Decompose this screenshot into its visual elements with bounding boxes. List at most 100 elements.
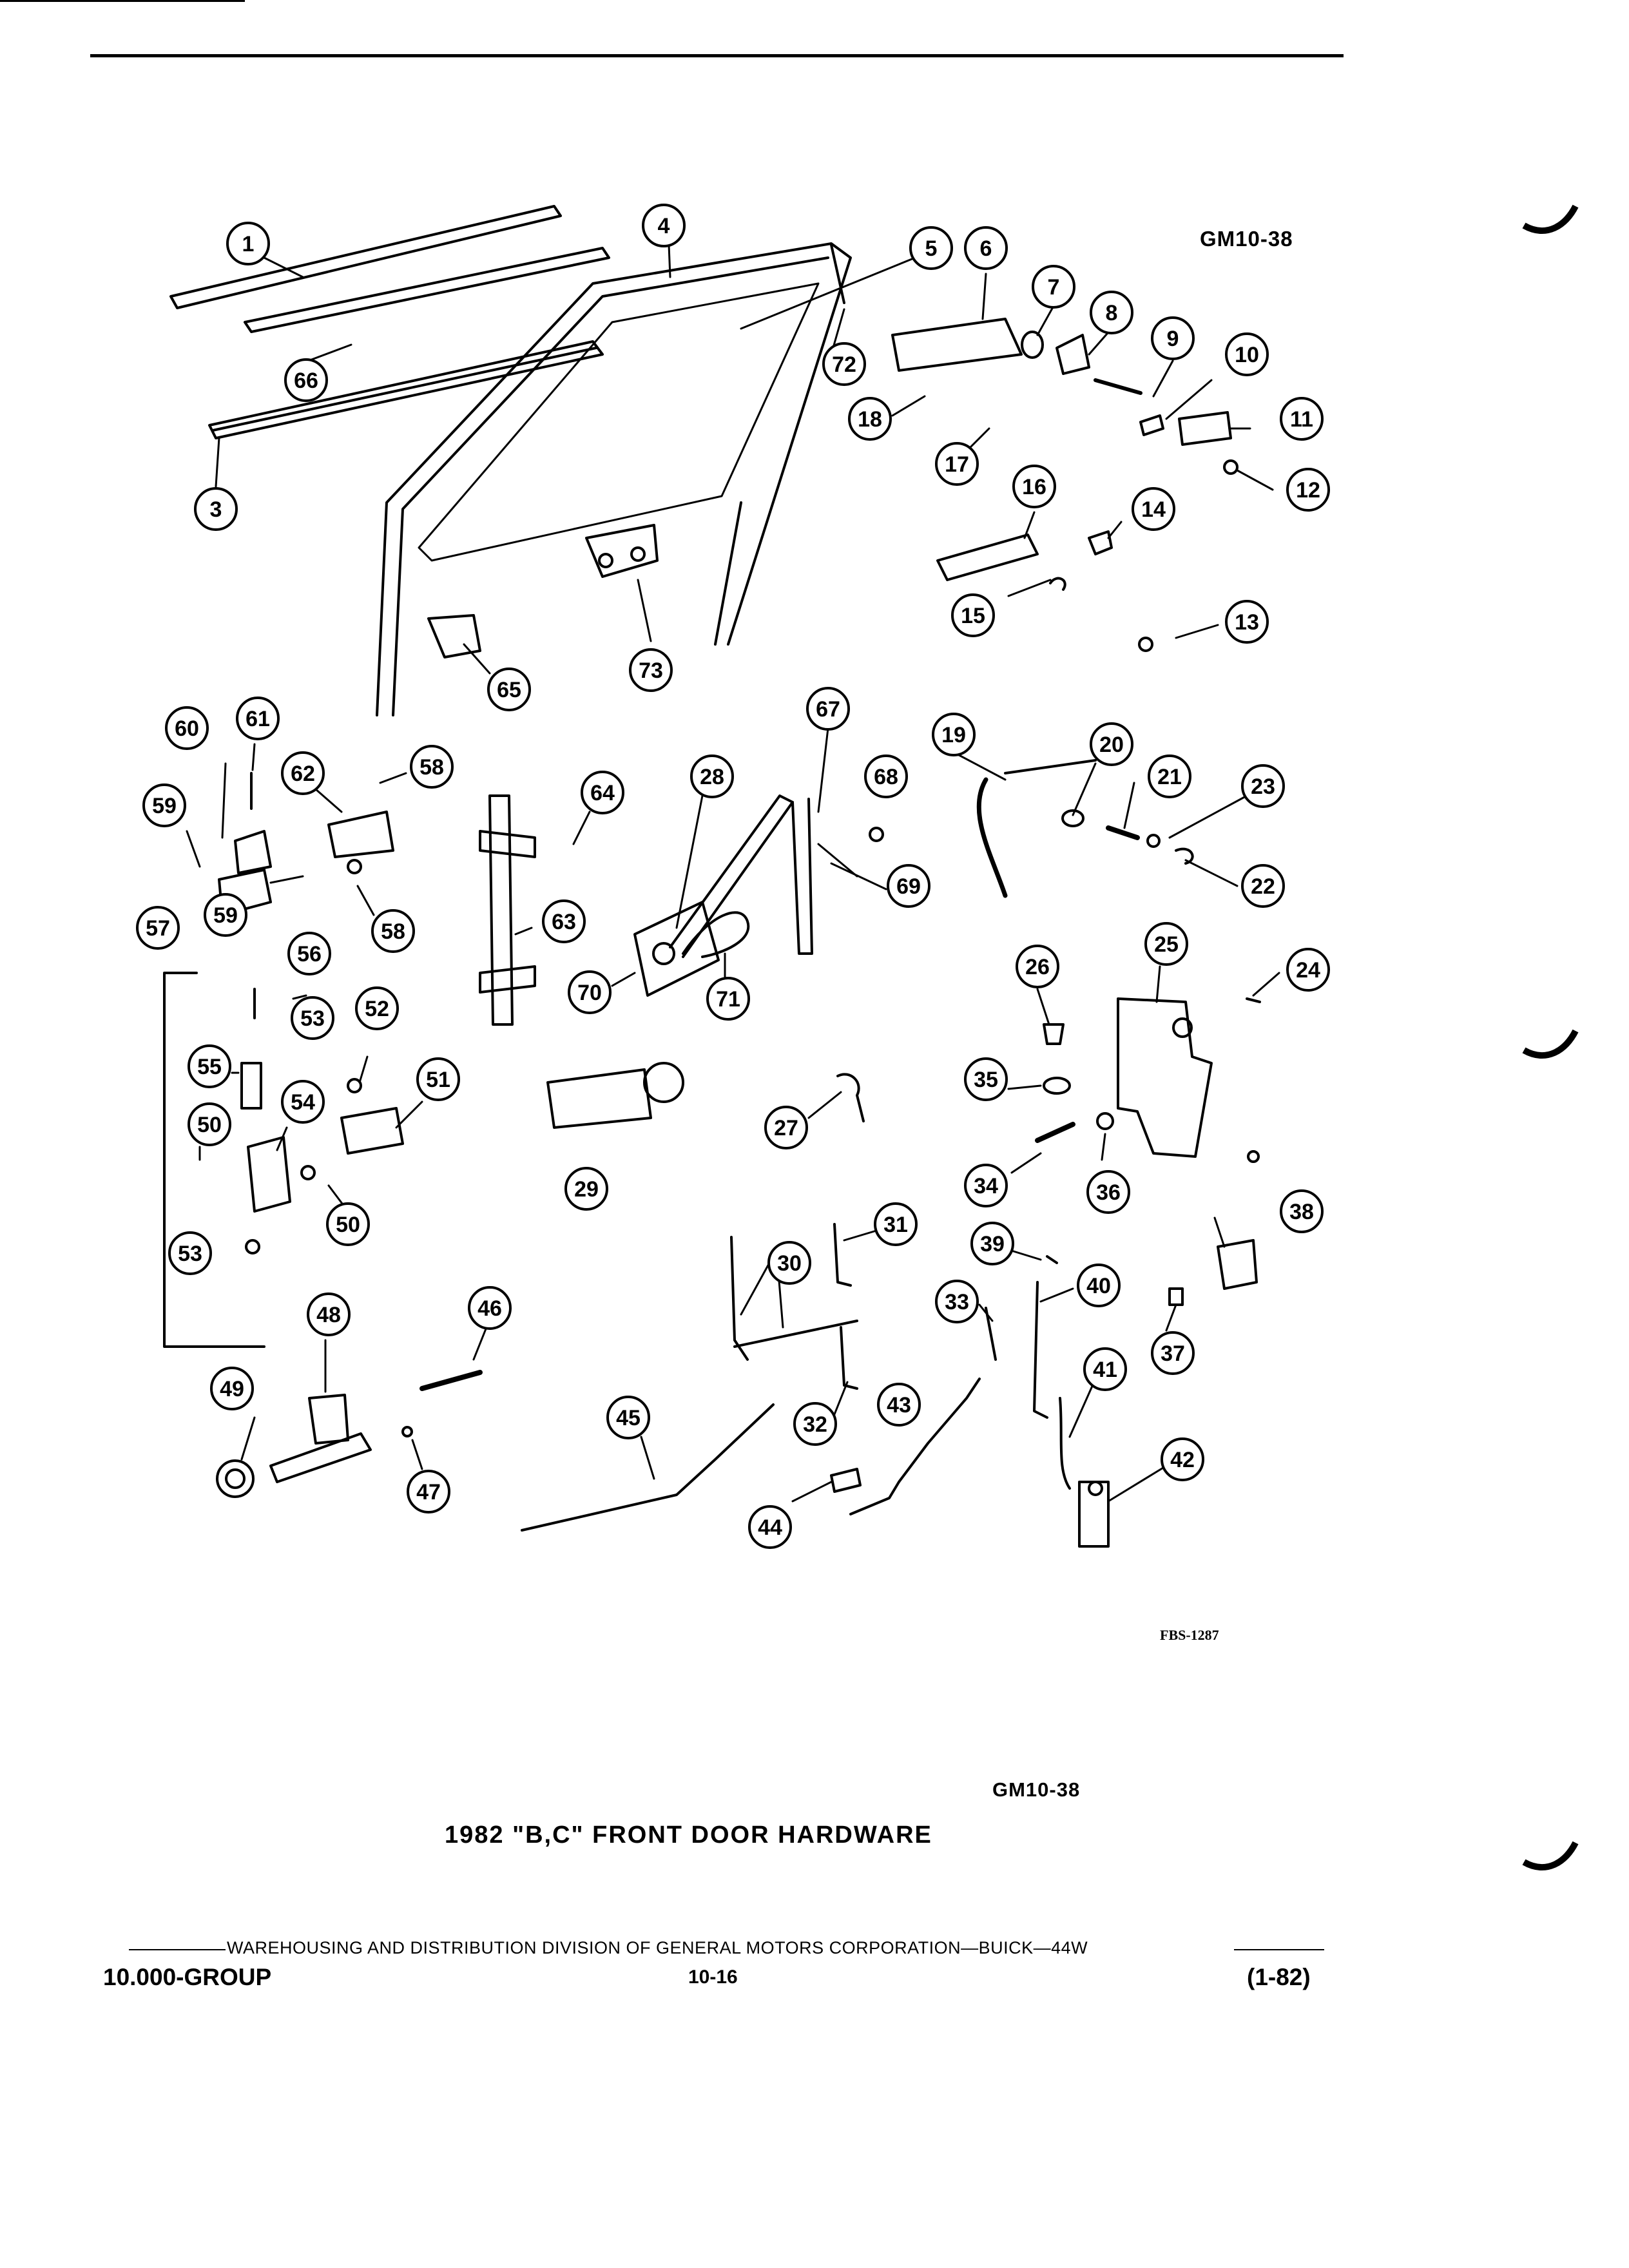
callout-circle (1032, 265, 1075, 309)
callout-56: 56 (287, 932, 331, 975)
callout-circle (932, 713, 976, 756)
callout-33: 33 (935, 1280, 979, 1323)
callout-number: 25 (1154, 932, 1179, 957)
callout-circle (1286, 468, 1330, 512)
callout-59: 59 (204, 893, 247, 937)
callout-circle (407, 1470, 450, 1514)
callout-number: 54 (291, 1090, 315, 1115)
callout-55: 55 (188, 1044, 231, 1088)
callout-1: 1 (226, 222, 270, 265)
callout-number: 61 (246, 707, 270, 731)
callout-12: 12 (1286, 468, 1330, 512)
callout-number: 72 (832, 352, 856, 377)
callout-circle (210, 1367, 254, 1410)
callout-circle (281, 1080, 325, 1124)
figure-code-bottom: GM10-38 (992, 1778, 1081, 1801)
callout-9: 9 (1151, 316, 1195, 360)
callout-number: 62 (291, 762, 315, 786)
callout-circle (877, 1383, 921, 1427)
callout-53: 53 (168, 1231, 212, 1275)
callout-number: 27 (774, 1116, 798, 1140)
callout-circle (767, 1241, 811, 1285)
callout-number: 31 (883, 1213, 908, 1237)
callout-49: 49 (210, 1367, 254, 1410)
callout-3: 3 (194, 487, 238, 531)
callout-circle (706, 977, 750, 1021)
callout-24: 24 (1286, 948, 1330, 992)
callout-circle (1241, 864, 1285, 908)
callout-17: 17 (935, 442, 979, 486)
callout-65: 65 (487, 668, 531, 711)
callout-circle (887, 864, 930, 908)
callout-73: 73 (629, 648, 673, 692)
callout-number: 38 (1289, 1200, 1314, 1224)
callout-circle (168, 1231, 212, 1275)
callout-60: 60 (165, 706, 209, 750)
callout-circle (606, 1396, 650, 1439)
callout-number: 59 (152, 794, 177, 818)
figure-code-top: GM10-38 (1200, 227, 1293, 251)
callout-10: 10 (1225, 332, 1269, 376)
callout-number: 67 (816, 697, 840, 722)
callout-number: 70 (577, 981, 602, 1005)
callout-32: 32 (793, 1402, 837, 1446)
callout-number: 16 (1022, 475, 1046, 499)
callout-50: 50 (326, 1202, 370, 1246)
binder-mark-2 (1522, 1029, 1579, 1059)
callout-number: 20 (1099, 733, 1124, 757)
footer-group: 10.000-GROUP (103, 1964, 272, 1990)
lock-cylinder (216, 1370, 483, 1498)
callout-circle (864, 754, 908, 798)
callout-number: 44 (758, 1515, 782, 1540)
callout-number: 24 (1296, 958, 1320, 983)
callout-circle (188, 1102, 231, 1146)
remote-rods (521, 1378, 981, 1532)
callout-number: 23 (1251, 774, 1275, 799)
callout-28: 28 (690, 754, 734, 798)
callout-circle (416, 1057, 460, 1101)
callout-31: 31 (874, 1202, 918, 1246)
callout-69: 69 (887, 864, 930, 908)
callout-number: 65 (497, 678, 521, 702)
callout-59: 59 (142, 783, 186, 827)
callout-number: 29 (574, 1177, 599, 1202)
window-regulator (633, 794, 884, 997)
callout-20: 20 (1090, 722, 1133, 766)
callout-circle (1161, 1437, 1204, 1481)
callout-46: 46 (468, 1286, 512, 1330)
callout-36: 36 (1086, 1170, 1130, 1214)
callout-circle (542, 899, 586, 943)
callout-number: 32 (803, 1412, 827, 1437)
callout-4: 4 (642, 204, 686, 247)
callout-circle (188, 1044, 231, 1088)
callout-35: 35 (964, 1057, 1008, 1101)
callout-number: 18 (858, 407, 882, 432)
callout-40: 40 (1077, 1264, 1121, 1307)
callout-circle (487, 668, 531, 711)
callout-number: 50 (197, 1113, 222, 1137)
glass-sash-channel (585, 524, 659, 578)
callout-number: 9 (1167, 327, 1179, 351)
callout-number: 68 (874, 765, 898, 789)
callout-circle (848, 397, 892, 441)
callout-number: 64 (590, 781, 615, 805)
door-glass-frame (376, 242, 852, 716)
callout-44: 44 (748, 1505, 792, 1549)
callout-27: 27 (764, 1106, 808, 1149)
callout-number: 48 (316, 1303, 341, 1327)
callout-circle (564, 1167, 608, 1211)
callout-circle (935, 1280, 979, 1323)
callout-circle (281, 751, 325, 795)
callout-58: 58 (410, 745, 454, 789)
callout-39: 39 (970, 1222, 1014, 1265)
callout-number: 34 (974, 1174, 998, 1198)
callout-47: 47 (407, 1470, 450, 1514)
callout-number: 4 (658, 214, 670, 238)
callout-circle (136, 906, 180, 950)
callout-number: 39 (980, 1232, 1005, 1256)
callout-68: 68 (864, 754, 908, 798)
callout-25: 25 (1144, 922, 1188, 966)
callout-48: 48 (307, 1293, 351, 1336)
callout-13: 13 (1225, 600, 1269, 644)
callout-18: 18 (848, 397, 892, 441)
